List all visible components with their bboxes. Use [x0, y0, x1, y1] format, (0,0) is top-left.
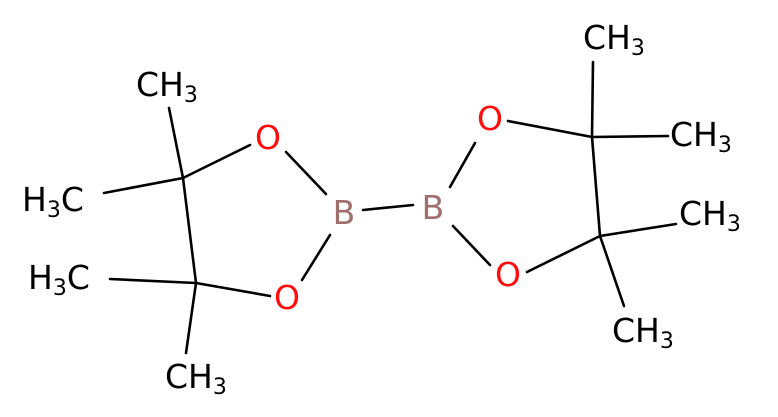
bond-c-ch3-lb-bottom — [184, 281, 198, 355]
bond-c-ch3-lb-left — [108, 277, 198, 285]
bond-b-o-left-top — [284, 150, 328, 196]
bond-b-b — [361, 203, 415, 212]
bond-o-c-left-bottom — [194, 281, 272, 298]
boron-right-label: B — [422, 188, 445, 227]
methyl-right-lower-label: CH3 — [679, 194, 741, 237]
bond-c-c-right — [590, 135, 602, 238]
bond-c-ch3-rb-bottom — [598, 234, 626, 308]
bond-c-ch3-rt-right — [590, 134, 670, 139]
methyl-right-bottom-label: CH3 — [612, 311, 674, 354]
methyl-left-bottom-label: CH3 — [165, 357, 227, 400]
methyl-right-upper-label: CH3 — [670, 115, 732, 158]
oxygen-right-top-label: O — [477, 99, 503, 138]
bond-o-c-left-top — [181, 143, 252, 180]
methyl-left-lower-label: H3C — [28, 258, 90, 301]
bond-b-o-left-bottom — [300, 233, 332, 282]
methyl-left-top-label: CH3 — [136, 65, 198, 108]
oxygen-left-bottom-label: O — [274, 278, 300, 317]
methyl-left-upper-label: H3C — [22, 180, 84, 223]
bond-c-ch3-lt-top — [167, 106, 185, 180]
atom-labels: B B O O O O CH3 H3C H3C CH3 CH3 CH3 — [22, 18, 741, 400]
bonds — [102, 60, 678, 355]
boron-left-label: B — [333, 193, 356, 232]
bond-c-ch3-lt-left — [102, 176, 185, 195]
methyl-right-top-label: CH3 — [583, 18, 645, 61]
bond-o-c-right-bottom — [525, 234, 602, 274]
oxygen-right-bottom-label: O — [495, 255, 521, 294]
oxygen-left-top-label: O — [255, 118, 281, 157]
bond-c-c-left — [181, 176, 198, 285]
bond-b-o-right-bottom — [451, 224, 492, 267]
bond-c-ch3-rt-top — [590, 60, 595, 139]
bond-b-o-right-top — [448, 141, 477, 189]
bond-o-c-right-top — [506, 119, 594, 139]
bond-c-ch3-rb-right — [598, 222, 678, 238]
